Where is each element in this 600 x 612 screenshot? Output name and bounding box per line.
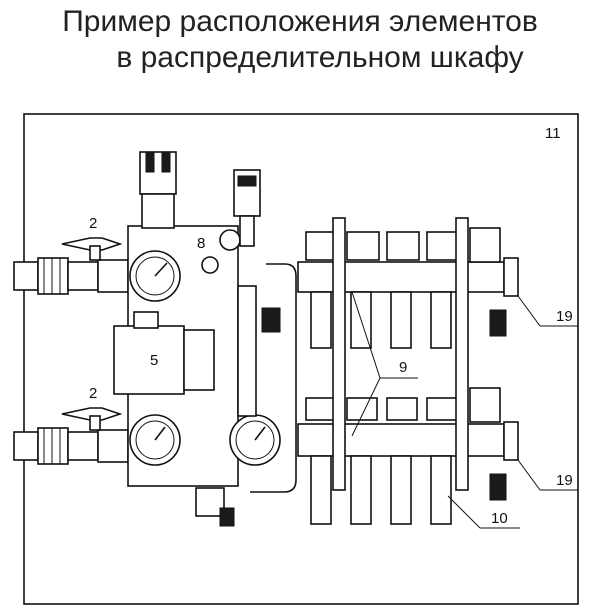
- valve-caps-return: [305, 397, 458, 421]
- flow-meter-caps: [305, 231, 460, 261]
- label-pump: 5: [150, 352, 158, 369]
- bracket-right: [455, 217, 469, 491]
- label-mixing-unit: 8: [197, 235, 205, 252]
- connecting-loop: [250, 263, 297, 493]
- label-valve-bottom: 2: [89, 385, 97, 402]
- diagram-title: Пример расположения элементов в распреде…: [0, 4, 600, 76]
- gauge-bottom-right: [229, 414, 281, 466]
- title-line-1: Пример расположения элементов: [62, 5, 538, 38]
- cabinet-outline: [23, 113, 579, 605]
- label-bracket: 9: [399, 359, 407, 376]
- label-flow-meter: 10: [491, 510, 508, 527]
- ball-valve-top: [61, 237, 123, 261]
- label-air-vent-bottom: 19: [556, 472, 573, 489]
- bracket-left: [332, 217, 346, 491]
- drain-valve-bottom: [195, 487, 225, 517]
- label-air-vent-top: 19: [556, 308, 573, 325]
- ball-valve-bottom: [61, 407, 123, 431]
- bypass-pipe: [237, 285, 257, 417]
- gauge-bottom-left: [129, 414, 181, 466]
- label-valve-top: 2: [89, 215, 97, 232]
- title-line-2: в распределительном шкафу: [116, 41, 524, 74]
- gauge-top-left: [129, 250, 181, 302]
- inlet-pipe-top: [13, 257, 129, 295]
- drain-valve-mid: [261, 307, 281, 333]
- label-cabinet: 11: [545, 125, 561, 142]
- circulation-pump: [113, 311, 215, 395]
- inlet-pipe-bottom: [13, 427, 129, 465]
- outlet-pipes-supply: [310, 291, 452, 349]
- outlet-pipes-return: [310, 455, 452, 525]
